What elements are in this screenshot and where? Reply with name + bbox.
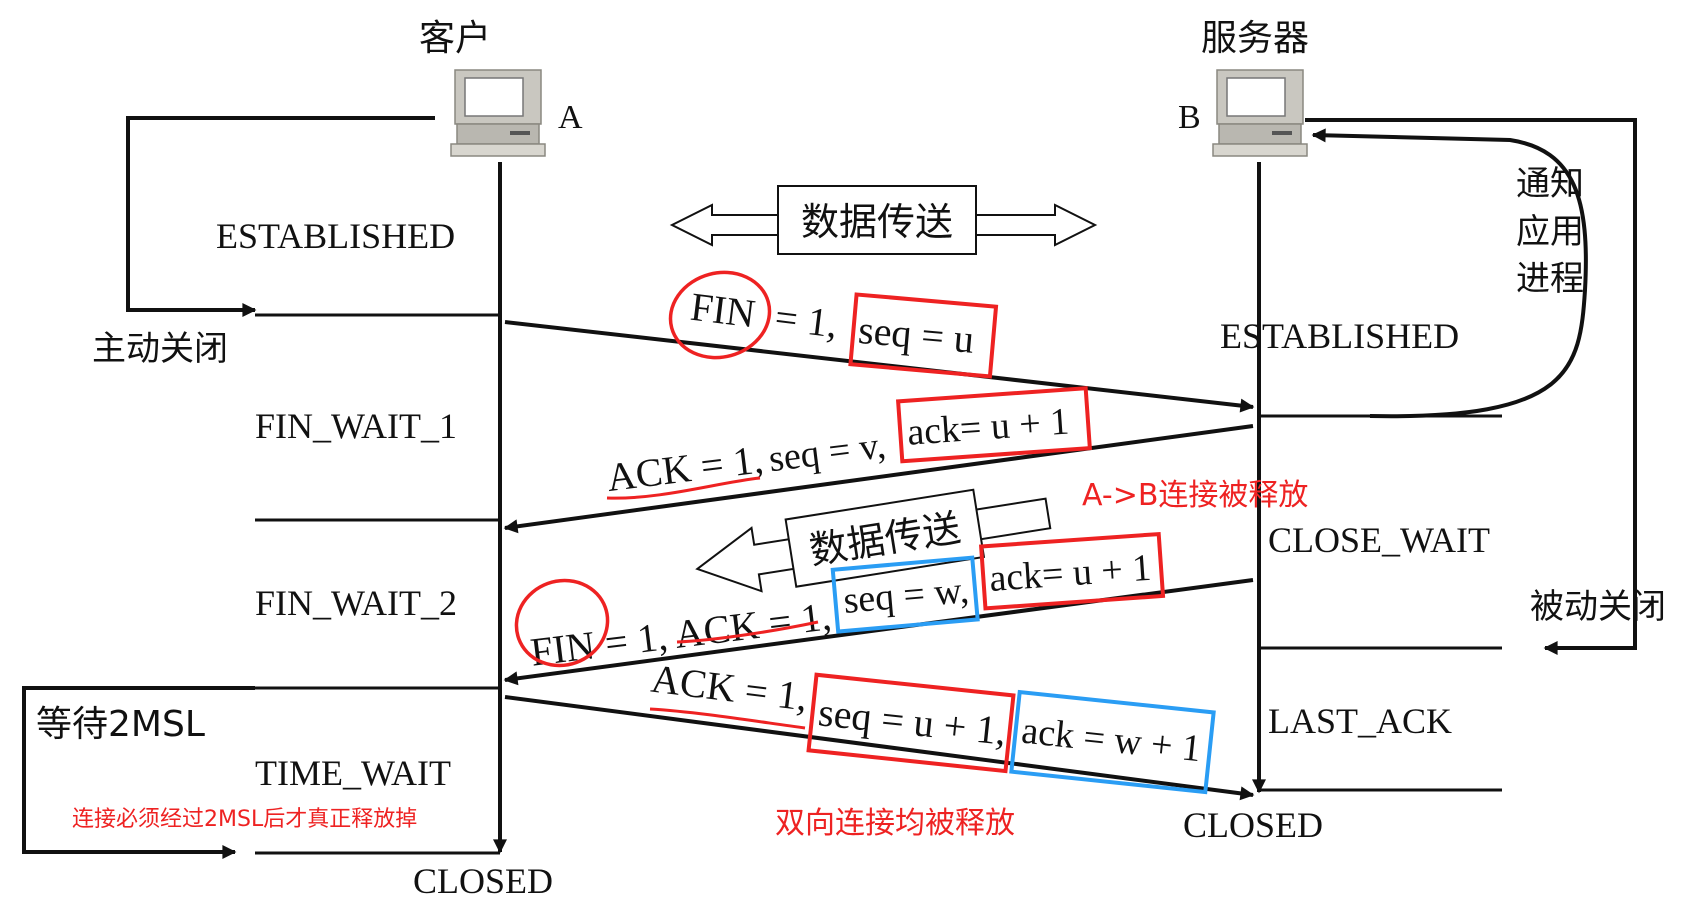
server-title: 服务器	[1201, 18, 1309, 59]
client-state-closed: CLOSED	[413, 861, 553, 901]
server-letter: B	[1178, 99, 1201, 136]
client-state-separators	[255, 313, 500, 855]
message-1-seq-group: seq = u	[848, 292, 999, 379]
client-letter: A	[558, 99, 583, 136]
a-to-b-released-note: A->B连接被释放	[1082, 478, 1308, 513]
bidirectional-transfer-label: 数据传送	[801, 200, 953, 244]
both-released-note: 双向连接均被释放	[775, 806, 1015, 841]
message-1-flags: = 1,	[773, 294, 841, 346]
message-4-seq-group: seq = u + 1,	[806, 672, 1016, 774]
message-2-ackval-box	[895, 386, 1092, 464]
active-close-arrow	[126, 116, 435, 317]
message-1-arrow	[504, 320, 1255, 413]
message-2-ack-underline	[606, 476, 761, 500]
message-1-fin: FIN	[688, 284, 757, 337]
client-state-established: ESTABLISHED	[216, 216, 455, 256]
server-passive-close-label: 被动关闭	[1530, 587, 1666, 627]
message-3-ack-underline	[676, 620, 819, 644]
message-2-seq: seq = v,	[767, 424, 888, 480]
computer-icon	[450, 69, 546, 157]
server-state-established: ESTABLISHED	[1220, 316, 1459, 356]
message-1-seq-box	[848, 292, 999, 379]
message-1-label: FIN = 1,	[688, 284, 840, 347]
client-state-fin-wait-2: FIN_WAIT_2	[255, 583, 457, 623]
message-2-ackval-group: ack= u + 1	[895, 386, 1092, 464]
message-3-ackval: ack= u + 1	[988, 547, 1153, 600]
notify-app-arrow	[1311, 128, 1588, 419]
message-2-label: ACK = 1, seq = v,	[604, 424, 888, 500]
server-state-close-wait: CLOSE_WAIT	[1268, 520, 1490, 560]
server-state-closed: CLOSED	[1183, 805, 1323, 845]
message-3-ackval-group: ack= u + 1	[978, 531, 1166, 611]
client-state-time-wait: TIME_WAIT	[255, 753, 451, 793]
client-title: 客户	[419, 18, 491, 59]
client-state-fin-wait-1: FIN_WAIT_1	[255, 406, 457, 446]
client-wait-2msl-label: 等待2MSL	[36, 704, 205, 745]
client-active-close-label: 主动关闭	[92, 329, 228, 369]
server-notify-line-1: 通知	[1516, 164, 1584, 204]
server-state-last-ack: LAST_ACK	[1268, 701, 1452, 741]
message-4-ack-underline	[649, 707, 806, 730]
message-2-ackval: ack= u + 1	[906, 401, 1071, 454]
message-3-fin-circle	[514, 578, 610, 668]
message-3-seq-box	[830, 555, 980, 634]
wait-2msl-arrow	[22, 686, 255, 859]
server-notify-line-2: 应用	[1516, 212, 1584, 252]
message-4-arrow	[504, 695, 1255, 801]
server-notify-line-3: 进程	[1516, 259, 1584, 299]
message-1-seq: seq = u	[857, 307, 976, 362]
message-4-seq-box	[806, 672, 1016, 774]
passive-close-arrow	[1305, 118, 1637, 655]
message-4-seq: seq = u + 1,	[816, 689, 1008, 753]
message-4-ackval-box	[1009, 689, 1216, 795]
message-4-ackval: ack = w + 1	[1020, 710, 1203, 771]
bidirectional-transfer-arrow	[669, 185, 1098, 255]
message-1-fin-circle	[668, 270, 772, 360]
message-2-arrow	[503, 424, 1254, 534]
message-3-flags: = 1, ACK = 1,	[602, 593, 833, 665]
msl-note: 连接必须经过2MSL后才真正释放掉	[72, 807, 417, 832]
computer-icon	[1212, 69, 1308, 157]
message-3-ackval-box	[978, 531, 1166, 611]
